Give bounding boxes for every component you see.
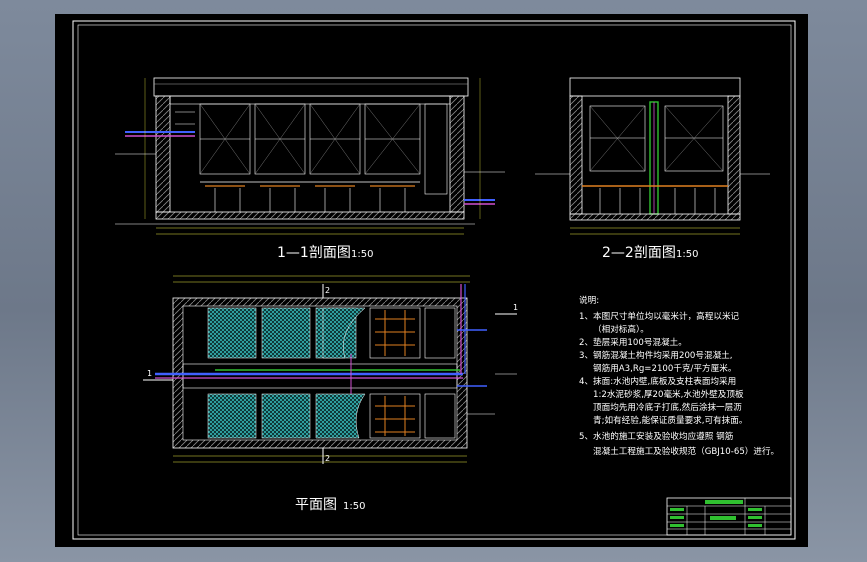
section-1-1-drawing <box>115 77 505 235</box>
filter-media-beds <box>207 307 366 439</box>
cut-mark-2-bottom: 2 <box>325 454 330 463</box>
section-2-2-scale: 1:50 <box>676 249 698 260</box>
cut-mark-1-left: 1 <box>147 369 152 378</box>
note-line: 青;如有经验,能保证质量要求,可有抹面。 <box>593 414 747 426</box>
plan-title: 平面图 <box>295 497 337 513</box>
note-line: 2、垫层采用100号混凝土。 <box>579 336 687 348</box>
title-block <box>666 497 792 536</box>
cut-mark-2-top: 2 <box>325 286 330 295</box>
plan-drawing <box>143 275 517 464</box>
drawing-sheet: 1—1剖面图 1:50 2—2剖面图 1:50 <box>55 14 808 547</box>
note-line: 5、水池的施工安装及验收均应遵照 钢筋 <box>579 430 734 442</box>
inner-frame <box>77 24 792 536</box>
note-line: 顶面均先用冷底子打底,然后涂抹一层沥 <box>593 401 742 413</box>
note-line: 混凝土工程施工及验收规范（GBJ10-65）进行。 <box>593 445 779 457</box>
plan-scale: 1:50 <box>343 501 365 512</box>
cut-mark-1-right: 1 <box>513 303 518 312</box>
wall-left <box>155 95 171 213</box>
note-line: 1:2水泥砂浆,厚20毫米,水池外壁及顶板 <box>593 388 744 400</box>
note-line: （相对标高）。 <box>593 323 649 335</box>
note-line: 3、钢筋混凝土构件均采用200号混凝土, <box>579 349 733 361</box>
notes-heading: 说明: <box>579 294 599 306</box>
section-2-2-title: 2—2剖面图 <box>602 245 676 261</box>
section-1-1-scale: 1:50 <box>351 249 373 260</box>
section-2-2-drawing <box>535 77 770 235</box>
wall-right <box>449 95 465 213</box>
outer-frame <box>72 20 796 540</box>
notes-block: 说明: 1、本图尺寸单位均以毫米计，高程以米记 （相对标高）。 2、垫层采用10… <box>579 294 779 457</box>
note-line: 钢筋用A3,Rg=2100千克/平方厘米。 <box>593 362 736 374</box>
section-1-1-title: 1—1剖面图 <box>277 245 351 261</box>
drawing-canvas: 1—1剖面图 1:50 2—2剖面图 1:50 <box>72 20 796 540</box>
note-line: 1、本图尺寸单位均以毫米计，高程以米记 <box>579 310 740 322</box>
note-line: 4、抹面:水池内壁,底板及支柱表面均采用 <box>579 375 736 387</box>
